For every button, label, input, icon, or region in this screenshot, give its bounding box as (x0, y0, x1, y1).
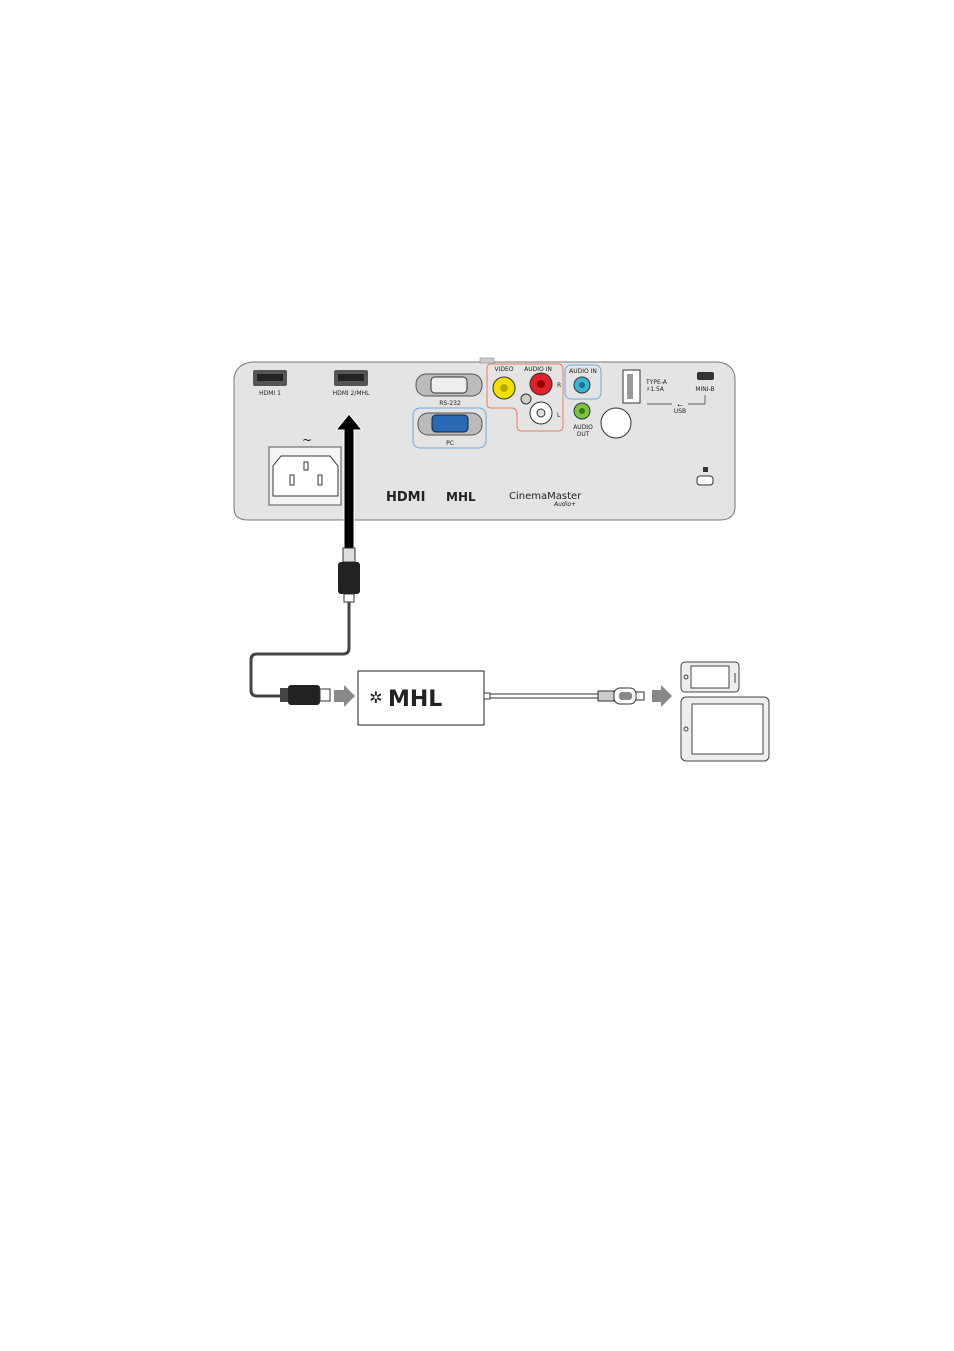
audio-out-label-2: OUT (577, 431, 590, 438)
rs232-label: RS-232 (439, 400, 461, 407)
projector-rear-panel (233, 357, 736, 521)
usb-label: USB (674, 408, 686, 415)
audio-out-label-1: AUDIO (573, 424, 593, 431)
pc-label: PC (446, 440, 454, 447)
type-a-label-1: TYPE-A (645, 379, 668, 386)
av-input-group: VIDEO AUDIO IN R L (486, 363, 564, 432)
audio-in-rca-label: AUDIO IN (524, 366, 552, 373)
mini-b-label: MINI-B (695, 386, 714, 393)
audio-out-port: AUDIO OUT (573, 402, 593, 438)
hdmi-cable (249, 547, 360, 705)
audio-in-label: AUDIO IN (569, 368, 597, 375)
smartphone (680, 661, 740, 693)
type-a-label-2: ⚡1.5A (646, 386, 665, 393)
hdmi2-mhl-port: HDMI 2/MHL (333, 370, 371, 397)
cinemamaster-logo: CinemaMaster (509, 491, 582, 502)
ac-power-socket: ~ (268, 433, 342, 506)
ir-sensor (600, 407, 632, 439)
pc-vga-port: PC (412, 407, 487, 449)
r-label: R (557, 382, 561, 389)
usb-icon: ⭠ (677, 401, 683, 409)
ac-symbol: ~ (302, 433, 312, 447)
micro-usb-cable (490, 687, 645, 705)
usb-mini-b-port: MINI-B USB ⭠ (647, 372, 715, 415)
audio-plus-logo: Audio+ (553, 501, 576, 508)
hdmi1-port: HDMI 1 (253, 370, 287, 397)
hdmi1-label: HDMI 1 (259, 390, 281, 397)
right-arrow-icon (652, 685, 672, 707)
kensington-lock (696, 467, 714, 486)
usb-type-a-port: TYPE-A ⚡1.5A (622, 369, 668, 404)
mhl-adapter: ✲ MHL (357, 670, 491, 726)
hdmi2-label: HDMI 2/MHL (333, 390, 371, 397)
video-label: VIDEO (494, 366, 513, 373)
tablet (680, 696, 770, 762)
mhl-logo: MHL (446, 490, 476, 504)
rs232-port: RS-232 (415, 373, 483, 407)
audio-in-port: AUDIO IN (564, 364, 602, 400)
hdmi-logo: HDMI (386, 490, 425, 505)
mhl-star-icon: ✲ (369, 688, 382, 707)
l-label: L (557, 412, 561, 419)
right-arrow-icon (334, 685, 355, 707)
adapter-mhl-logo: MHL (388, 687, 442, 712)
